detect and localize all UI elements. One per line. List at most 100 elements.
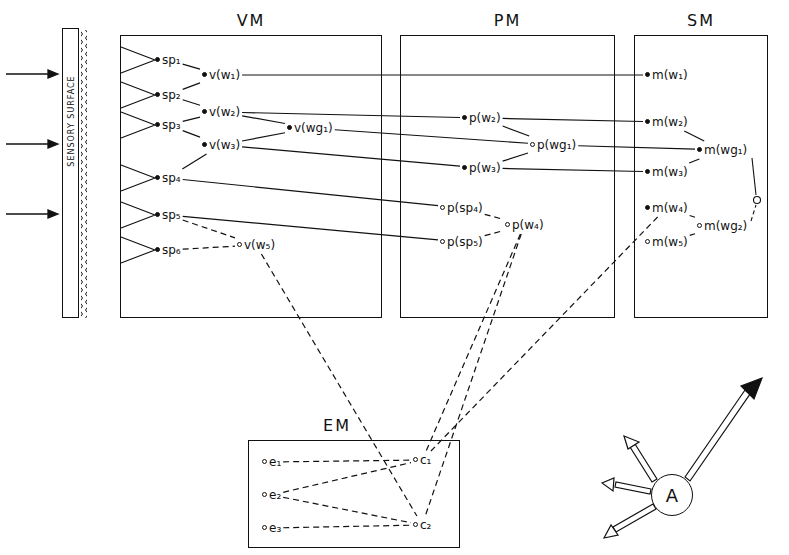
- connector: [242, 74, 643, 75]
- unit-node: v(wg₁): [287, 121, 333, 135]
- unit-label: sp₆: [162, 243, 181, 257]
- unit-dot: [237, 242, 242, 247]
- unit-node: sp₅: [155, 208, 181, 222]
- dashed-connector: [283, 463, 411, 493]
- unit-dot: [697, 147, 702, 152]
- connector: [242, 147, 460, 166]
- unit-node: v(w₁): [202, 68, 240, 82]
- unit-label: v(w₂): [209, 105, 240, 119]
- unit-node: m(w₃): [645, 165, 688, 179]
- receptor-fan: [121, 47, 155, 73]
- unit-label: m(w₂): [652, 115, 688, 129]
- unit-node: m(w₁): [645, 68, 688, 82]
- input-arrow: [6, 143, 50, 144]
- dashed-connector: [183, 220, 235, 238]
- action-arrow-shaft: [615, 482, 651, 494]
- unit-dot: [155, 247, 160, 252]
- unit-dot: [155, 92, 160, 97]
- unit-label: e₂: [269, 488, 281, 502]
- unit-node: sp₁: [155, 53, 181, 67]
- unit-dot: [202, 142, 207, 147]
- unit-dot: [645, 239, 650, 244]
- connector: [503, 168, 643, 171]
- unit-node: p(sp₅): [440, 235, 483, 249]
- output-wire: [752, 158, 756, 195]
- unit-dot: [413, 522, 418, 527]
- connector: [242, 133, 285, 141]
- dashed-connector: [690, 216, 695, 218]
- output-point: [754, 197, 761, 204]
- arrow-head: [48, 210, 58, 218]
- input-arrow: [6, 213, 50, 214]
- unit-dot: [505, 222, 510, 227]
- dashed-connector: [426, 234, 520, 451]
- unit-label: m(w₅): [652, 235, 688, 249]
- unit-label: m(w₄): [652, 201, 688, 215]
- module-title: SM: [685, 11, 717, 30]
- unit-node: e₂: [262, 488, 281, 502]
- connector: [503, 153, 528, 161]
- unit-node: sp₂: [155, 88, 181, 102]
- connector: [335, 130, 528, 144]
- unit-node: e₃: [262, 521, 281, 535]
- unit-label: sp₂: [162, 88, 181, 102]
- connector: [578, 146, 695, 149]
- dashed-connector: [425, 234, 521, 516]
- dashed-connector: [283, 460, 411, 462]
- module-box: sp₁ sp₂ sp₃ sp₄ sp₅ sp₆ v(w₁) v(w₂) v(w₃) v(wg₁) v…: [120, 35, 382, 318]
- connector: [503, 118, 643, 121]
- unit-label: m(w₁): [652, 68, 688, 82]
- module-box: e₁e₂e₃c₁c₂EM: [248, 440, 460, 548]
- unit-dot: [440, 239, 445, 244]
- module-title: EM: [321, 416, 353, 435]
- connector: [183, 83, 200, 90]
- dashed-connector: [485, 231, 503, 236]
- unit-node: m(w₂): [645, 115, 688, 129]
- unit-dot: [645, 169, 650, 174]
- arrow-head: [48, 140, 58, 148]
- dashed-connector: [283, 497, 411, 522]
- unit-label: sp₁: [162, 53, 181, 67]
- unit-dot: [645, 72, 650, 77]
- unit-node: p(wg₁): [530, 138, 576, 152]
- module-box: m(w₁)m(w₂)m(w₃)m(wg₁)m(w₄)m(w₅)m(wg₂)SM: [634, 35, 768, 318]
- unit-dot: [155, 57, 160, 62]
- agent-label: A: [666, 485, 678, 506]
- unit-label: sp₄: [162, 171, 181, 185]
- band-label: SENSORY SURFACE: [66, 75, 75, 166]
- action-arrow-head: [741, 378, 762, 399]
- unit-label: p(w₃): [469, 161, 501, 175]
- unit-node: c₁: [413, 453, 431, 467]
- action-arrow-shaft: [630, 444, 657, 482]
- unit-label: v(w₃): [209, 138, 240, 152]
- unit-dot: [462, 165, 467, 170]
- unit-dot: [697, 223, 702, 228]
- connector: [183, 117, 200, 121]
- connector: [182, 154, 206, 169]
- unit-node: sp₄: [155, 171, 181, 185]
- action-arrow-head: [604, 525, 618, 538]
- unit-node: p(sp₄): [440, 201, 483, 215]
- dashed-connector: [485, 214, 503, 219]
- unit-node: v(w₂): [202, 105, 240, 119]
- unit-node: c₂: [413, 518, 431, 532]
- unit-dot: [287, 125, 292, 130]
- unit-node: p(w₄): [505, 218, 544, 232]
- unit-dot: [202, 109, 207, 114]
- agent-circle: A: [651, 474, 693, 516]
- arrow-head: [48, 70, 58, 78]
- unit-node: p(w₃): [462, 161, 501, 175]
- unit-dot: [155, 175, 160, 180]
- unit-node: v(w₃): [202, 138, 240, 152]
- unit-dot: [645, 205, 650, 210]
- dashed-connector: [261, 254, 416, 516]
- unit-label: e₁: [269, 455, 281, 469]
- unit-label: e₃: [269, 521, 281, 535]
- connector: [684, 131, 704, 141]
- unit-node: v(w₅): [237, 238, 275, 252]
- wavy-surface-edge: [81, 30, 87, 318]
- unit-node: sp₃: [155, 118, 181, 132]
- unit-node: m(w₅): [645, 235, 688, 249]
